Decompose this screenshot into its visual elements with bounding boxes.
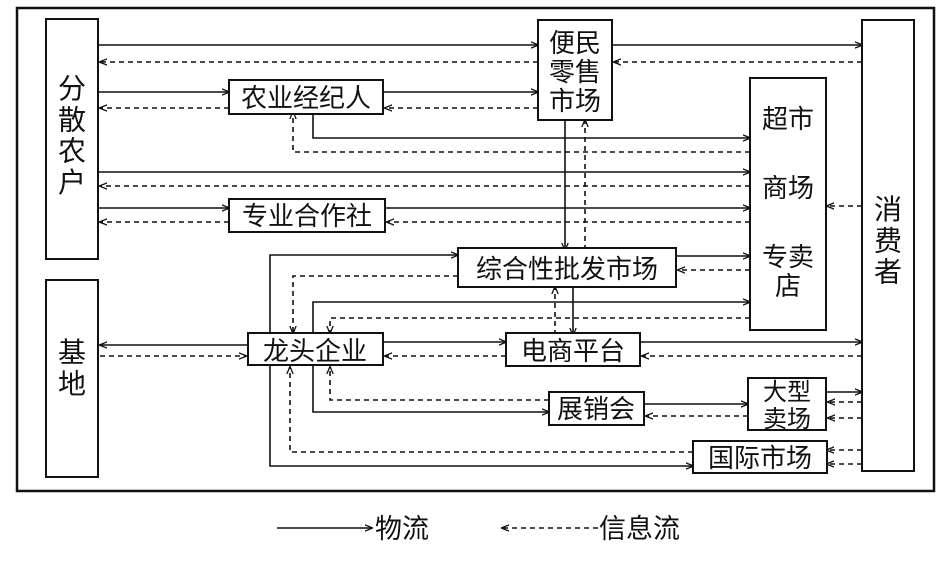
- node-wholesale-market: 综合性批发市场: [457, 247, 677, 288]
- node-wholesale-market-label: 综合性批发市场: [476, 255, 658, 285]
- flow-broker-to-supermarket: [312, 112, 750, 138]
- node-convenience-retail-label: 便民零售市场: [549, 29, 601, 117]
- node-ecommerce-platform: 电商平台: [505, 332, 641, 367]
- legend: 物流 信息流: [277, 514, 680, 545]
- info-wholesale-to-enterprise: [293, 275, 458, 333]
- legend-info-flow-label: 信息流: [599, 514, 680, 545]
- node-base: 基地: [45, 279, 99, 478]
- info-store-to-enterprise: [330, 317, 750, 333]
- node-consumer-label: 消费者: [874, 193, 902, 289]
- diagram-frame: [15, 6, 936, 493]
- node-expo-label: 展销会: [557, 395, 635, 425]
- node-base-label: 基地: [58, 336, 86, 400]
- node-supermarket-label: 超市: [762, 105, 814, 135]
- info-international-to-enterprise: [290, 367, 693, 453]
- node-international-market: 国际市场: [692, 440, 828, 474]
- flow-lines: [98, 45, 862, 466]
- node-ecommerce-platform-label: 电商平台: [521, 337, 625, 367]
- node-expo: 展销会: [548, 391, 645, 426]
- node-leading-enterprise: 龙头企业: [247, 332, 384, 367]
- flow-enterprise-to-wholesale: [269, 255, 458, 335]
- flow-enterprise-to-store: [312, 302, 750, 335]
- node-agri-broker-label: 农业经纪人: [241, 84, 371, 114]
- node-international-market-label: 国际市场: [708, 444, 812, 474]
- node-convenience-retail: 便民零售市场: [537, 19, 613, 121]
- node-supermarket-mall-store: 超市 商场 专卖店: [749, 77, 827, 331]
- flow-enterprise-to-expo: [312, 365, 549, 412]
- info-supermarket-to-broker: [293, 112, 750, 153]
- node-big-store-label: 大型卖场: [763, 378, 811, 433]
- node-agri-broker: 农业经纪人: [228, 79, 384, 115]
- node-scattered-farmers: 分散农户: [45, 18, 99, 260]
- node-leading-enterprise-label: 龙头企业: [263, 337, 367, 367]
- node-scattered-farmers-label: 分散农户: [58, 72, 86, 199]
- node-mall-label: 商场: [762, 174, 814, 204]
- node-coop-label: 专业合作社: [242, 202, 372, 232]
- legend-material-flow-label: 物流: [375, 514, 429, 545]
- node-consumer: 消费者: [861, 19, 915, 472]
- flow-enterprise-to-international: [269, 365, 693, 466]
- node-coop: 专业合作社: [228, 198, 386, 233]
- node-big-store: 大型卖场: [747, 377, 827, 433]
- info-expo-to-enterprise: [330, 367, 549, 401]
- node-specialty-store-label: 专卖店: [762, 243, 814, 302]
